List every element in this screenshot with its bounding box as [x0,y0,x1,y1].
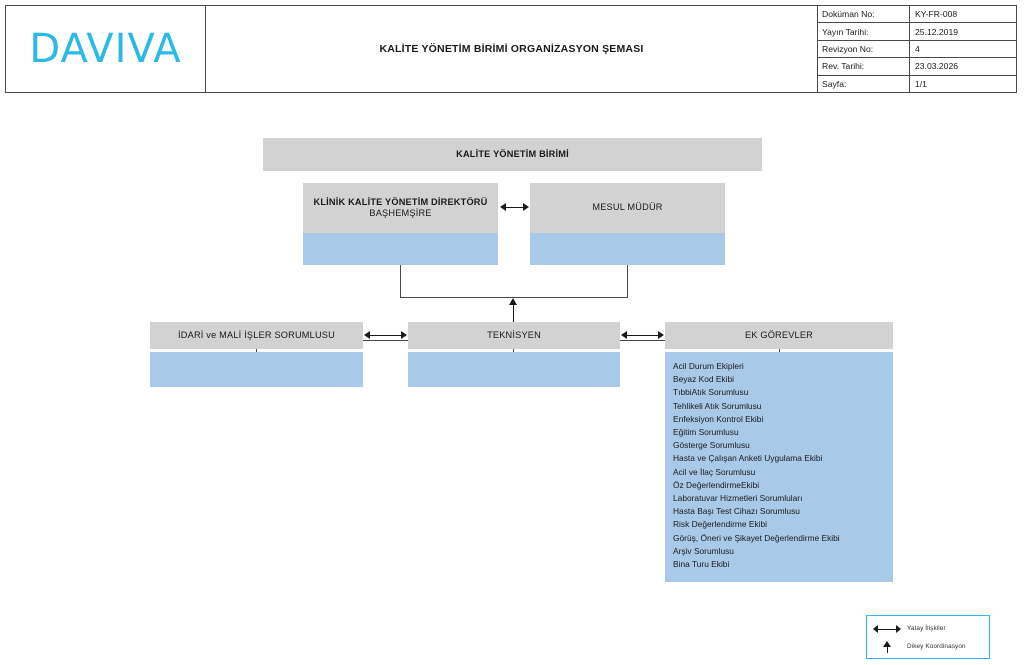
node-sublabel: BAŞHEMŞİRE [369,208,432,218]
relation-arrow-horizontal [364,331,407,340]
node-teknisyen-body [408,352,620,387]
connector-line [400,297,628,298]
meta-label: Sayfa: [818,75,910,93]
node-label: KLİNİK KALİTE YÖNETİM DİREKTÖRÜ [313,196,488,207]
list-item: Bina Turu Ekibi [673,559,730,570]
logo-cell: DAVIVA [6,6,206,92]
node-teknisyen: TEKNİSYEN [408,322,620,349]
meta-value: 1/1 [915,78,927,89]
relation-arrow-horizontal [500,203,529,212]
connector-line [400,265,401,297]
list-item: Acil Durum Ekipleri [673,361,744,371]
meta-value: KY-FR-008 [915,9,958,20]
table-row: Yayın Tarihi: 25.12.2019 [818,23,1016,41]
list-item: Acil ve İlaç Sorumlusu [673,466,756,477]
document-header-table: DAVIVA KALİTE YÖNETİM BİRİMİ ORGANİZASYO… [5,5,1017,93]
meta-label: Yayın Tarihi: [818,23,910,40]
double-arrow-horizontal-icon [867,621,907,635]
table-row: Rev. Tarihi: 23.03.2026 [818,58,1016,76]
meta-label: Rev. Tarihi: [818,58,910,75]
node-mesul-mudur-body [530,233,725,265]
legend-label: Yatay İlişkiler [907,624,946,632]
node-idari-body [150,352,363,387]
node-label: MESUL MÜDÜR [592,202,663,213]
arrow-up-icon [867,639,907,653]
node-kalite-yonetim-birimi: KALİTE YÖNETİM BİRİMİ [263,138,762,171]
list-item: Eğitim Sorumlusu [673,427,739,438]
table-row: Revizyon No: 4 [818,40,1016,59]
node-klinik-kalite-yonetim-direktoru: KLİNİK KALİTE YÖNETİM DİREKTÖRÜ BAŞHEMŞİ… [303,183,498,233]
node-label: TEKNİSYEN [487,329,541,340]
table-row: Sayfa: 1/1 [818,75,1016,93]
list-item: Beyaz Kod Ekibi [673,374,734,385]
ek-gorevler-list: Acil Durum Ekipleri Beyaz Kod Ekibi Tıbb… [665,352,893,582]
list-item: Enfeksiyon Kontrol Ekibi [673,413,764,424]
list-item: Risk Değerlendirme Ekibi [673,519,768,530]
node-ek-gorevler: EK GÖREVLER [665,322,893,349]
list-item: Gösterge Sorumlusu [673,440,750,451]
node-klinik-kalite-body [303,233,498,265]
legend-row-vertical: Dikey Koordinasyon [867,637,989,655]
node-label: EK GÖREVLER [744,329,814,340]
connector-line [627,265,628,297]
node-idari-ve-mali-isler-sorumlusu: İDARİ ve MALİ İŞLER SORUMLUSU [150,322,363,349]
meta-value: 25.12.2019 [915,26,959,37]
list-item: Hasta ve Çalışan Anketi Uygulama Ekibi [673,453,823,464]
legend-box: Yatay İlişkiler Dikey Koordinasyon [866,615,990,659]
list-item: Tehlikeli Atık Sorumlusu [673,400,762,411]
meta-label: Doküman No: [818,6,910,23]
document-meta-table: Doküman No: KY-FR-008 Yayın Tarihi: 25.1… [818,6,1016,93]
list-item: Görüş, Öneri ve Şikayet Değerlendirme Ek… [673,532,840,543]
node-mesul-mudur: MESUL MÜDÜR [530,183,725,233]
relation-arrow-horizontal [621,331,664,340]
legend-label: Dikey Koordinasyon [907,642,966,650]
node-label: İDARİ ve MALİ İŞLER SORUMLUSU [178,329,335,340]
document-title-cell: KALİTE YÖNETİM BİRİMİ ORGANİZASYON ŞEMAS… [206,6,818,92]
meta-value: 4 [915,44,920,55]
list-item: Arşiv Sorumlusu [673,545,734,556]
meta-label: Revizyon No: [818,40,910,58]
list-item: Hasta Başı Test Cihazı Sorumlusu [673,506,800,517]
list-item: Laboratuvar Hizmetleri Sorumluları [673,493,803,504]
node-label: KALİTE YÖNETİM BİRİMİ [456,148,569,159]
list-item: TıbbiAtık Sorumlusu [673,387,749,398]
table-row: Doküman No: KY-FR-008 [818,6,1016,24]
legend-row-horizontal: Yatay İlişkiler [867,619,989,637]
daviva-logo: DAVIVA [29,26,182,72]
page-title: KALİTE YÖNETİM BİRİMİ ORGANİZASYON ŞEMAS… [379,43,644,55]
list-item: Öz DeğerlendirmeEkibi [673,479,760,490]
org-chart: KALİTE YÖNETİM BİRİMİ KLİNİK KALİTE YÖNE… [0,100,1024,620]
meta-value: 23.03.2026 [915,61,959,72]
